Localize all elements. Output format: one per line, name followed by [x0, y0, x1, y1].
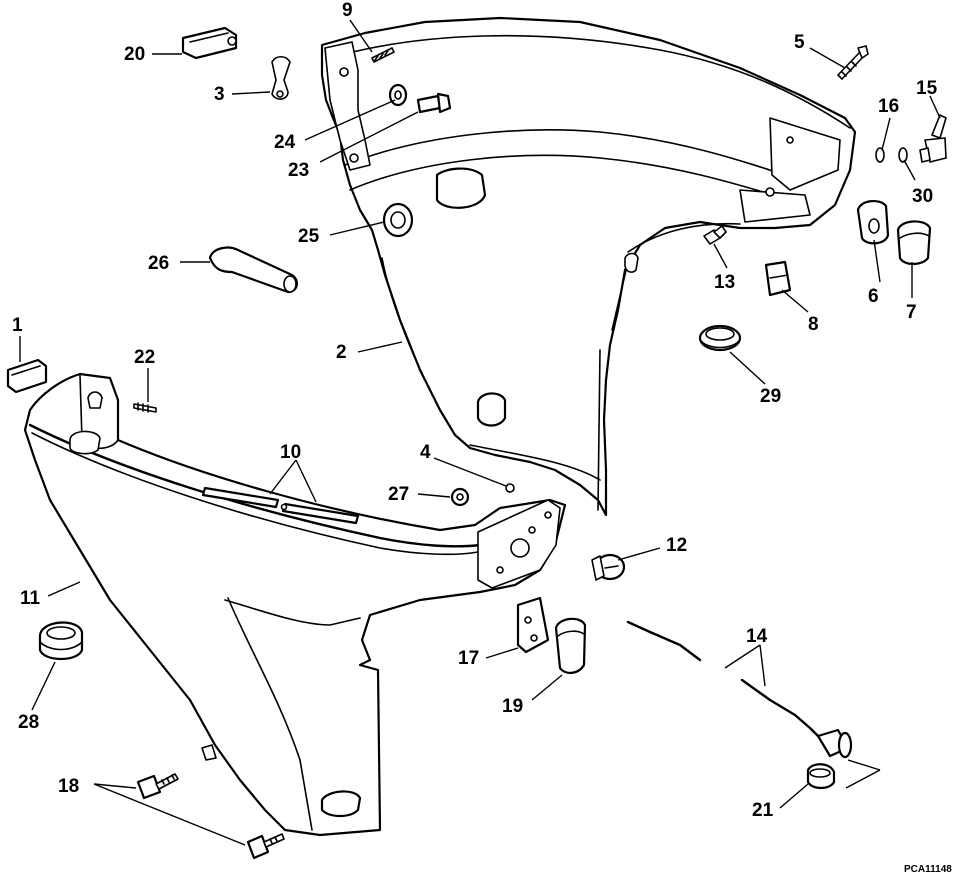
pin-13 [703, 225, 727, 245]
callout-17: 17 [458, 648, 479, 669]
callout-27: 27 [388, 484, 409, 505]
callout-16: 16 [878, 96, 899, 117]
grommet-29 [698, 324, 742, 352]
leader-lines [19, 19, 941, 846]
hook-clip-3 [271, 55, 291, 100]
screw-18-b [246, 833, 285, 860]
callout-15: 15 [916, 78, 938, 99]
callout-19: 19 [502, 696, 523, 717]
callout-28: 28 [18, 712, 39, 733]
callout-25: 25 [298, 226, 320, 247]
washer-16 [875, 147, 885, 163]
washer-24 [388, 83, 408, 107]
callout-30: 30 [912, 186, 933, 207]
callout-23: 23 [288, 160, 309, 181]
nut-27 [450, 487, 470, 507]
bracket-17 [516, 596, 550, 654]
motor-cover-upper [320, 16, 857, 517]
pin-4 [505, 483, 515, 493]
callout-18: 18 [58, 776, 79, 797]
grommet-25 [382, 202, 414, 238]
latch-1 [6, 358, 48, 394]
seal-strip-10 [201, 486, 360, 525]
fitting-15 [919, 114, 947, 163]
clip-8 [764, 260, 792, 297]
callout-21: 21 [752, 800, 774, 821]
callout-12: 12 [666, 535, 687, 556]
cap-19 [554, 617, 587, 674]
screw-18-a [136, 773, 179, 800]
callout-7: 7 [906, 302, 917, 323]
callout-22: 22 [134, 347, 155, 368]
callout-8: 8 [808, 314, 819, 335]
fitting-21 [806, 763, 836, 790]
callout-labels: 1 2 3 4 5 6 7 8 9 10 11 12 13 14 15 16 1… [12, 0, 952, 875]
callout-1: 1 [12, 315, 23, 336]
callout-5: 5 [794, 32, 805, 53]
callout-14: 14 [746, 626, 768, 647]
callout-9: 9 [342, 0, 353, 21]
callout-13: 13 [714, 272, 735, 293]
drawing-code: PCA11148 [904, 864, 952, 875]
callout-6: 6 [868, 286, 879, 307]
callout-11: 11 [20, 588, 41, 609]
screw-22 [133, 402, 157, 413]
callout-3: 3 [214, 84, 225, 105]
callout-20: 20 [124, 44, 145, 65]
callout-26: 26 [148, 253, 169, 274]
bolt-23 [416, 92, 452, 114]
screw-9 [371, 47, 395, 63]
callout-2: 2 [336, 342, 347, 363]
latch-handle-20 [181, 26, 238, 60]
motor-cover-lower [23, 372, 567, 837]
callout-29: 29 [760, 386, 781, 407]
cable-14 [626, 620, 853, 759]
grommet-28 [38, 621, 84, 661]
callout-10: 10 [280, 442, 301, 463]
bracket-6 [856, 200, 890, 245]
cap-7 [896, 220, 932, 266]
fastener-12 [591, 553, 626, 581]
tube-26 [208, 246, 298, 294]
callout-24: 24 [274, 132, 296, 153]
callout-4: 4 [420, 442, 431, 463]
screw-5 [837, 45, 869, 80]
washer-30 [898, 147, 908, 163]
